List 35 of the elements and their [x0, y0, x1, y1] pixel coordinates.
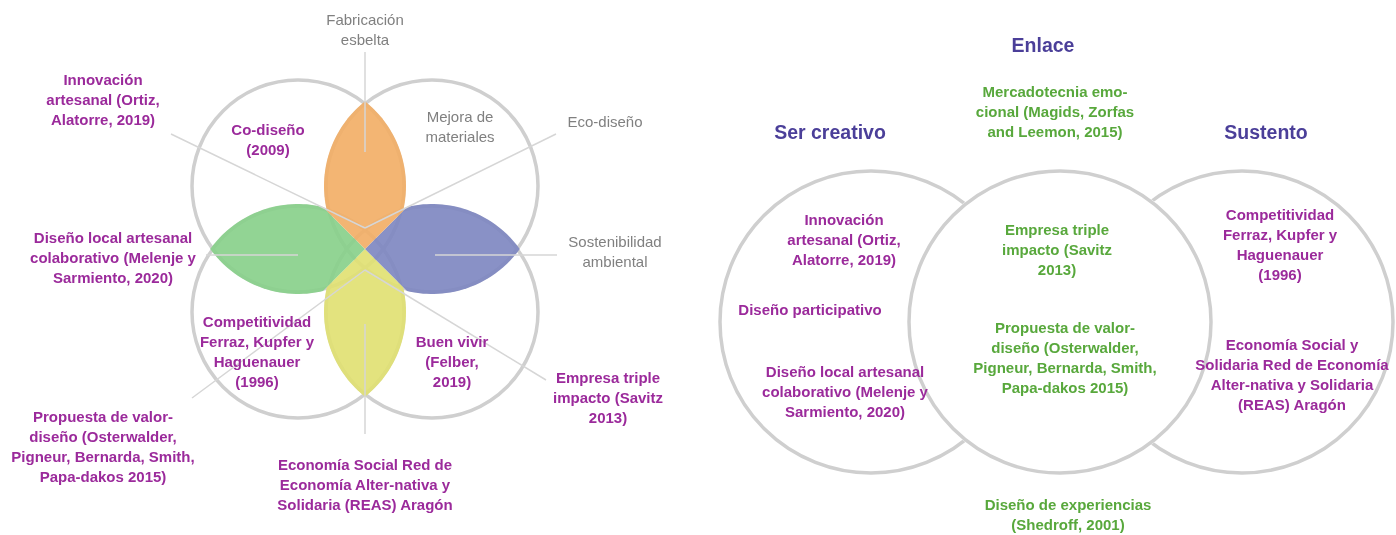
leader-line [434, 254, 558, 256]
leader-line [170, 133, 366, 229]
overlap-petal [324, 101, 406, 249]
reference-text: Buen vivir (Felber, 2019) [414, 332, 490, 392]
reference-text: Diseño de experiencias (Shedroff, 2001) [983, 495, 1153, 535]
category-label: Sostenibilidad ambiental [557, 232, 673, 272]
reference-text: Co-diseño (2009) [230, 120, 306, 160]
leader-line [364, 323, 366, 435]
overlap-petal [324, 249, 406, 397]
overlap-petal [365, 204, 520, 294]
reference-text: Diseño local artesanal colaborativo (Melenje y Sarmiento, 2020) [20, 228, 206, 288]
reference-text: Empresa triple impacto (Savitz 2013) [545, 368, 671, 428]
reference-text: Economía Social y Solidaria Red de Economía Alter-nativa y Solidaria (REAS) Aragón [1194, 335, 1390, 415]
circle-heading: Ser creativo [773, 120, 887, 145]
reference-text: Diseño participativo [737, 300, 883, 320]
reference-text: Mejora de materiales [424, 107, 496, 147]
circle-heading: Sustento [1223, 120, 1309, 145]
reference-text: Empresa triple impacto (Savitz 2013) [1001, 220, 1113, 280]
reference-text: Innovación artesanal (Ortiz, Alatorre, 2019) [786, 210, 902, 270]
reference-text: Propuesta de valor-diseño (Osterwalder, Pigneur, Bernarda, Smith, Papa-dakos 2015) [10, 407, 196, 487]
reference-text: Innovación artesanal (Ortiz, Alatorre, 2019) [35, 70, 171, 130]
reference-text: Competitividad Ferraz, Kupfer y Haguenauer (1996) [1221, 205, 1339, 285]
leader-line [364, 133, 557, 229]
leader-line [364, 269, 547, 381]
category-label: Fabricación esbelta [317, 10, 413, 50]
reference-text: Diseño local artesanal colaborativo (Melenje y Sarmiento, 2020) [761, 362, 929, 422]
reference-text: Economía Social Red de Economía Alter-nativa y Solidaria (REAS) Aragón [270, 455, 460, 515]
circle-heading: Enlace [1010, 33, 1076, 58]
overlap-petal [210, 204, 365, 294]
reference-text: Competitividad Ferraz, Kupfer y Haguenauer (1996) [198, 312, 316, 392]
category-label: Eco-diseño [555, 112, 655, 132]
reference-text: Mercadotecnia emo-cional (Magids, Zorfas and Leemon, 2015) [975, 82, 1135, 142]
leader-line [364, 51, 366, 153]
leader-line [191, 269, 366, 399]
reference-text: Propuesta de valor-diseño (Osterwalder, Pigneur, Bernarda, Smith, Papa-dakos 2015) [972, 318, 1158, 398]
